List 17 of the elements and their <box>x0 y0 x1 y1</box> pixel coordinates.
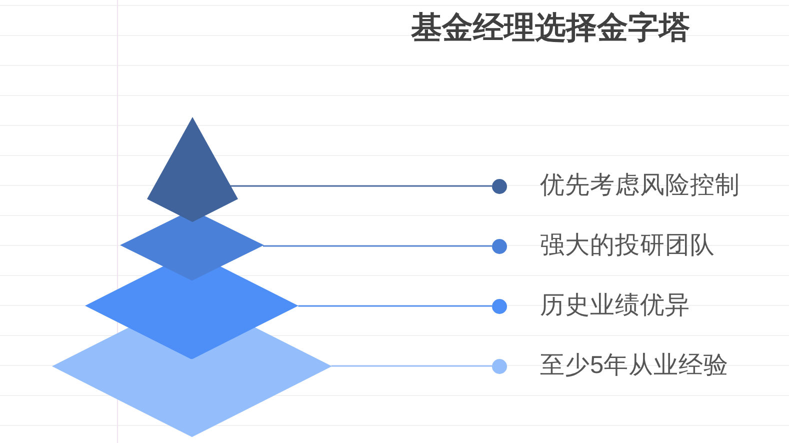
item-label: 至少5年从业经验 <box>540 351 729 381</box>
item-label: 历史业绩优异 <box>540 291 690 321</box>
dot-icon <box>492 178 507 194</box>
pyramid-top <box>146 117 238 222</box>
title: 基金经理选择金字塔 <box>411 10 690 46</box>
leader-line <box>298 305 492 307</box>
dot-icon <box>492 238 507 254</box>
dot-icon <box>492 358 507 374</box>
pyramid-layer <box>120 215 264 281</box>
leader-line <box>230 185 492 187</box>
pyramid-layer <box>85 266 299 360</box>
dot-icon <box>492 298 507 314</box>
leader-line <box>262 245 492 247</box>
pyramid-layer <box>52 326 332 437</box>
leader-line <box>332 365 492 367</box>
item-label: 优先考虑风险控制 <box>540 171 740 201</box>
item-label: 强大的投研团队 <box>540 231 715 261</box>
